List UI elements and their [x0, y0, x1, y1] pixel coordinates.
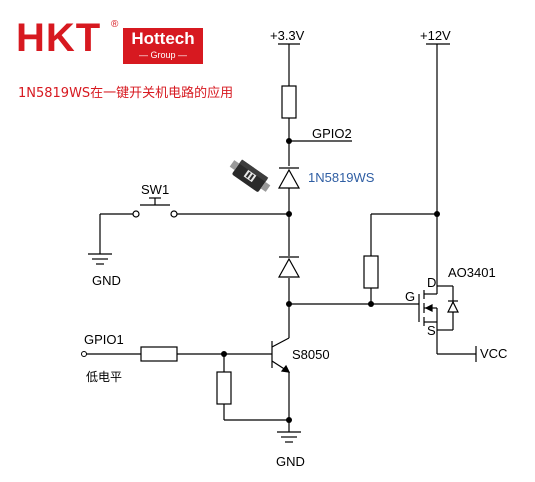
label-gnd-bottom: GND — [276, 454, 305, 469]
resistor-gate-pullup — [363, 255, 379, 289]
vcc-3v3-rail — [278, 43, 300, 86]
transistor-s8050 — [271, 337, 291, 432]
mosfet-ao3401 — [418, 282, 459, 354]
label-gnd-left: GND — [92, 273, 121, 288]
label-transistor-part: S8050 — [292, 347, 330, 362]
vcc-output — [437, 346, 477, 362]
gpio1-terminal — [81, 351, 87, 357]
wire-base-resistor — [223, 354, 289, 421]
label-gpio1: GPIO1 — [84, 332, 124, 347]
vcc-12v-rail — [370, 43, 450, 304]
label-vcc-3v3: +3.3V — [270, 28, 305, 43]
label-gpio2: GPIO2 — [312, 126, 352, 141]
label-diode-part: 1N5819WS — [308, 170, 375, 185]
label-vcc-12v: +12V — [420, 28, 451, 43]
resistor-base-emitter — [216, 371, 232, 405]
junction-dots — [221, 138, 440, 423]
resistor-base — [140, 346, 178, 362]
label-low-level: 低电平 — [86, 370, 123, 384]
ground-bottom — [277, 431, 301, 443]
diode-package-image — [229, 159, 271, 192]
label-pin-s: S — [427, 323, 436, 338]
label-switch: SW1 — [141, 182, 170, 197]
diode-1n5819ws — [277, 167, 301, 189]
label-mosfet-part: AO3401 — [448, 265, 496, 280]
diode-second — [277, 256, 301, 278]
resistor-pullup — [281, 85, 297, 119]
switch-sw1 — [100, 197, 289, 218]
hottech-logo-sub: — Group — — [138, 50, 187, 60]
label-pin-d: D — [427, 275, 437, 290]
ground-left — [88, 214, 112, 265]
hkt-logo: HKT — [16, 16, 102, 60]
hottech-logo-box — [123, 28, 203, 64]
registered-mark: ® — [111, 19, 119, 30]
label-pin-g: G — [405, 289, 416, 304]
hottech-logo-name: Hottech — [131, 29, 195, 48]
label-vcc-out: VCC — [480, 346, 508, 361]
diagram-caption: 1N5819WS在一键开关机电路的应用 — [18, 86, 234, 101]
